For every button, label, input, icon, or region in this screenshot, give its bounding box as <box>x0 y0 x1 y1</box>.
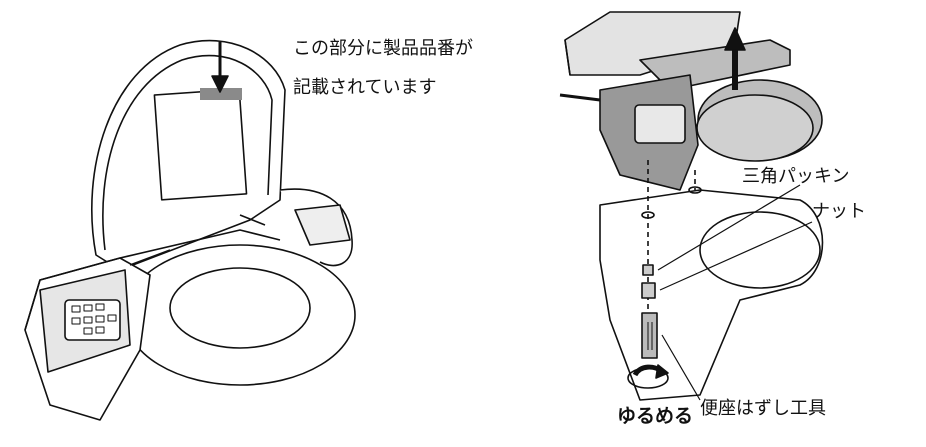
nut <box>641 282 656 299</box>
left-toilet-seat-drawing <box>24 39 356 421</box>
label-triangle-packing: 三角パッキン <box>742 166 850 187</box>
label-nut: ナット <box>812 201 866 222</box>
seat-removal-tool <box>641 312 658 359</box>
label-seat-removal-tool: 便座はずし工具 <box>700 398 826 419</box>
product-number-label-area <box>200 88 242 100</box>
product-number-note-line2: 記載されています <box>293 77 437 98</box>
right-toilet-removal-drawing <box>559 11 824 401</box>
product-number-note-line1: この部分に製品品番が <box>293 38 473 59</box>
label-loosen: ゆるめる <box>617 405 694 427</box>
triangle-packing <box>642 264 654 276</box>
